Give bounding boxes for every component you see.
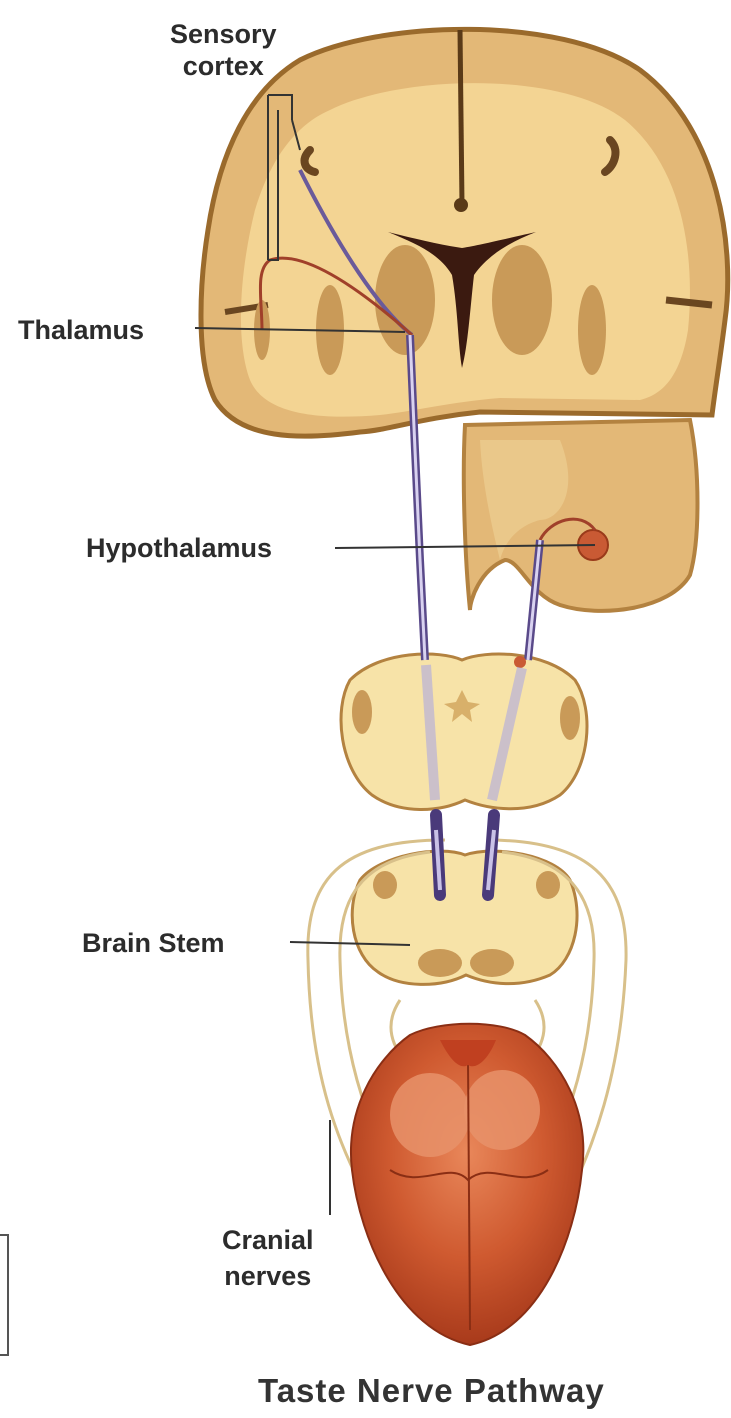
brain-coronal-section xyxy=(201,29,728,436)
label-cranial-nerves-line2: nerves xyxy=(222,1258,314,1294)
label-hypothalamus: Hypothalamus xyxy=(86,533,272,564)
midbrain-section xyxy=(341,654,587,809)
label-cranial-nerves-line1: Cranial xyxy=(222,1222,314,1258)
diagram-title: Taste Nerve Pathway xyxy=(258,1372,605,1410)
hypothalamus-section xyxy=(464,420,698,611)
frame-fragment xyxy=(0,1235,8,1355)
label-cranial-nerves: Cranial nerves xyxy=(222,1222,314,1294)
label-brain-stem: Brain Stem xyxy=(82,928,225,959)
label-sensory-cortex-line2: cortex xyxy=(170,50,277,82)
label-sensory-cortex-line1: Sensory xyxy=(170,18,277,50)
brain-stem-section xyxy=(352,851,577,984)
tongue xyxy=(351,1024,583,1345)
label-sensory-cortex: Sensory cortex xyxy=(170,18,277,82)
label-thalamus: Thalamus xyxy=(18,315,144,346)
